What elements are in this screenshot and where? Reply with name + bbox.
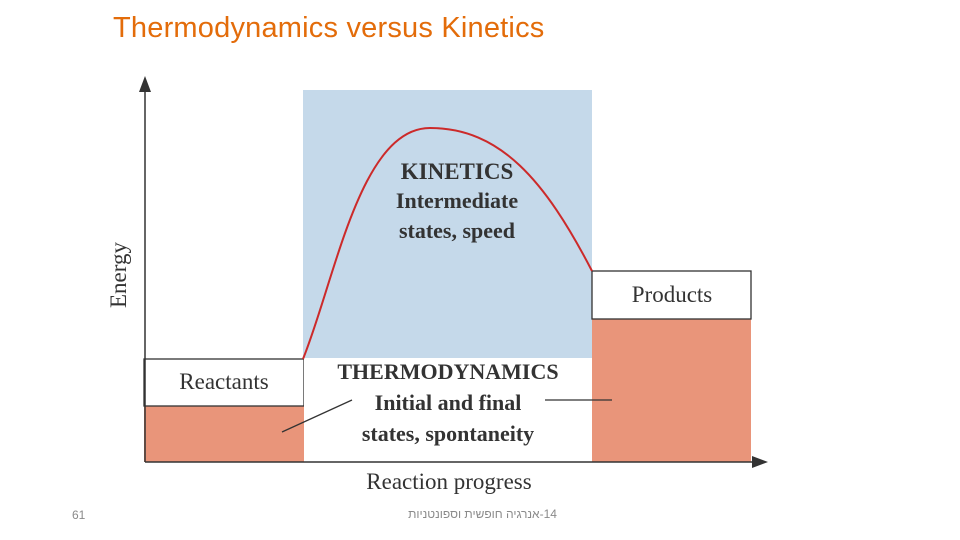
- reactants-label: Reactants: [179, 369, 268, 394]
- thermodynamics-line2: states, spontaneity: [362, 421, 534, 446]
- kinetics-heading: KINETICS: [401, 159, 513, 184]
- y-axis-label: Energy: [106, 242, 131, 309]
- x-axis-label: Reaction progress: [366, 469, 531, 494]
- kinetics-region: [303, 90, 592, 358]
- thermodynamics-heading: THERMODYNAMICS: [337, 359, 558, 384]
- pointer-line-initial: [281, 399, 353, 433]
- products-energy-fill: [592, 319, 751, 462]
- slide-title: Thermodynamics versus Kinetics: [113, 12, 545, 44]
- y-axis-arrowhead: [139, 76, 151, 92]
- thermodynamics-label-area: [304, 358, 592, 462]
- reaction-curve: [302, 126, 593, 360]
- kinetics-line1: Intermediate: [396, 188, 518, 213]
- reactants-box: [143, 358, 305, 407]
- products-box: [591, 270, 752, 320]
- products-label: Products: [632, 282, 713, 307]
- footer-text: 14-אנרגיה חופשית וספונטניות: [408, 507, 557, 521]
- thermodynamics-line1: Initial and final: [375, 390, 522, 415]
- kinetics-line2: states, speed: [399, 218, 515, 243]
- page-number: 61: [72, 508, 86, 522]
- reactants-energy-fill: [144, 406, 304, 462]
- x-axis-arrowhead: [752, 456, 768, 468]
